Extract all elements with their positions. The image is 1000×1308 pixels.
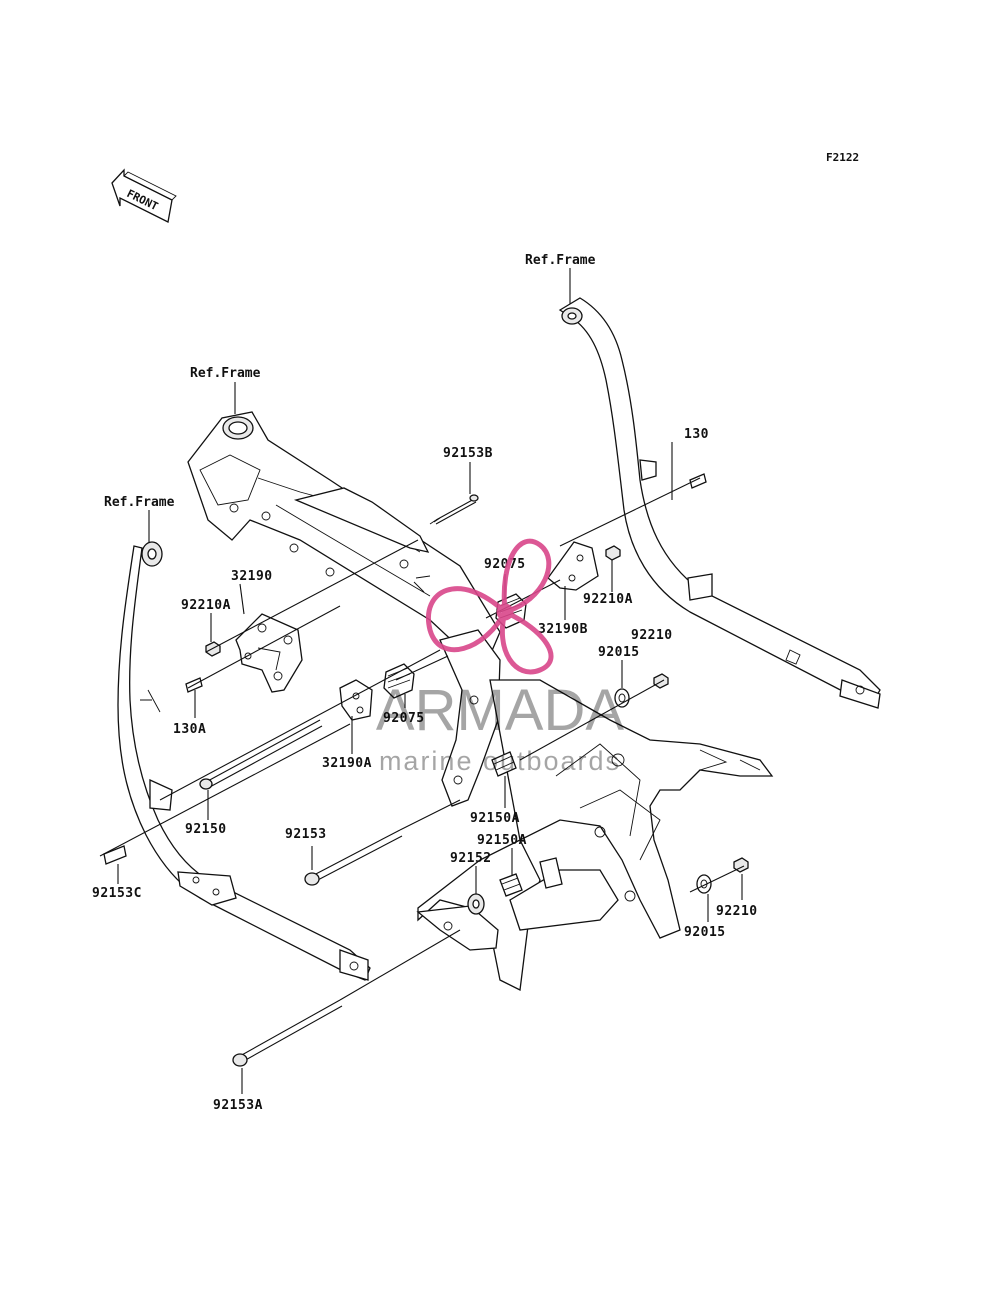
nut-92210a-right xyxy=(605,545,621,561)
part-label-92075: 92075 xyxy=(383,711,425,726)
part-label-92150a: 92150A xyxy=(470,811,520,826)
collar-92150a-lower xyxy=(499,873,523,897)
watermark-tagline: marine outboards xyxy=(379,746,621,776)
part-label-92210a: 92210A xyxy=(181,598,231,613)
bolt-92153 xyxy=(304,829,403,886)
part-label-92153: 92153 xyxy=(285,827,327,842)
bolt-92153a xyxy=(232,999,343,1067)
part-label-92015: 92015 xyxy=(598,645,640,660)
bolt-92150 xyxy=(199,719,323,790)
nut-92210-lower xyxy=(733,857,749,873)
part-label-130a: 130A xyxy=(173,722,206,737)
part-label-92153b: 92153B xyxy=(443,446,493,461)
bolt-92153c xyxy=(103,845,127,865)
bolt-130 xyxy=(689,473,707,489)
washer-92015-upper xyxy=(614,688,630,708)
watermark-brand: ARMADA xyxy=(376,678,624,743)
part-label-92210: 92210 xyxy=(716,904,758,919)
bracket-32190b xyxy=(547,541,599,591)
bolt-92153b xyxy=(429,494,479,525)
part-label-92075: 92075 xyxy=(484,557,526,572)
part-label-32190a: 32190A xyxy=(322,756,372,771)
part-label-92150: 92150 xyxy=(185,822,227,837)
washer-92015-lower xyxy=(696,874,712,894)
part-label-92015: 92015 xyxy=(684,925,726,940)
leader-lines xyxy=(117,268,743,1094)
main-frame xyxy=(187,411,501,807)
part-label-92150a: 92150A xyxy=(477,833,527,848)
diagram-code: F2122 xyxy=(826,151,859,164)
part-label-130: 130 xyxy=(684,427,709,442)
right-downtube xyxy=(558,297,881,709)
part-label-32190: 32190 xyxy=(231,569,273,584)
part-label-92152: 92152 xyxy=(450,851,492,866)
collar-92150a-upper xyxy=(491,751,517,777)
mount-92075-lower xyxy=(383,663,415,699)
bracket-32190 xyxy=(235,613,303,693)
watermark-logo-icon xyxy=(426,538,554,675)
part-label-92210a: 92210A xyxy=(583,592,633,607)
ref-frame-label: Ref.Frame xyxy=(104,495,175,510)
ref-frame-label: Ref.Frame xyxy=(525,253,596,268)
left-downtube xyxy=(117,541,371,981)
front-arrow-icon: FRONT xyxy=(111,168,177,223)
part-label-92153a: 92153A xyxy=(213,1098,263,1113)
part-label-92153c: 92153C xyxy=(92,886,142,901)
part-label-32190b: 32190B xyxy=(538,622,588,637)
part-label-92210: 92210 xyxy=(631,628,673,643)
nut-92210a-left xyxy=(205,641,221,657)
spacer-92152 xyxy=(467,893,485,915)
nut-92210-upper xyxy=(653,673,669,689)
ref-frame-label: Ref.Frame xyxy=(190,366,261,381)
bracket-32190a xyxy=(339,679,373,721)
watermark: ARMADA marine outboards xyxy=(376,538,624,776)
assembly-lines xyxy=(99,477,745,1001)
